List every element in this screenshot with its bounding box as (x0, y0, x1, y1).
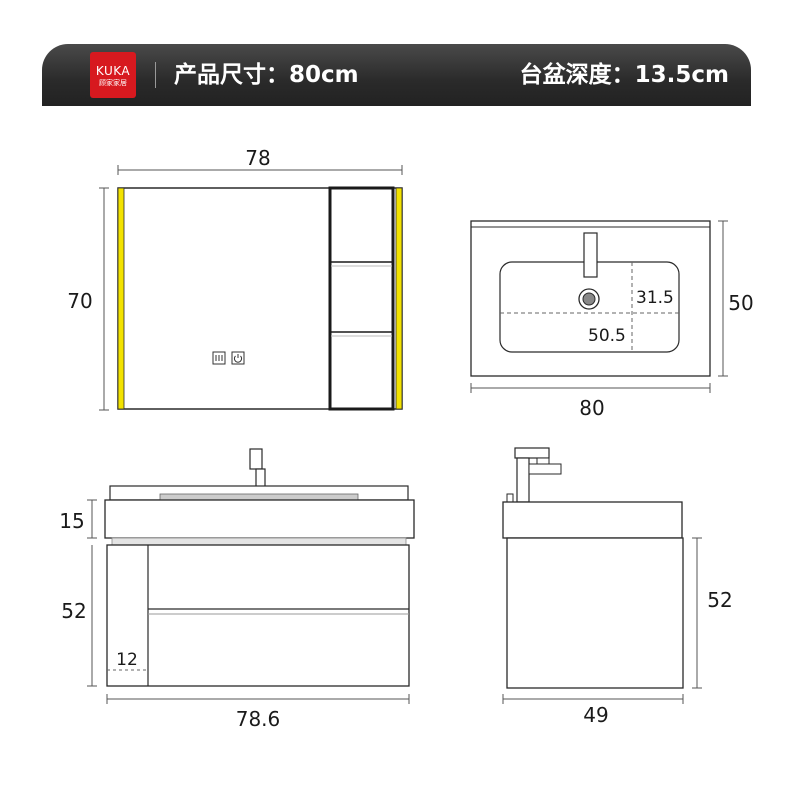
logo-subtext: 顾家家居 (99, 79, 127, 87)
leg-label: 12 (116, 650, 138, 670)
basin-top-view: 31.5 50.5 50 80 (470, 220, 754, 420)
header-bar: KUKA 顾家家居 产品尺寸：80cm 台盆深度：13.5cm (42, 44, 751, 106)
cabinet-side-view: 52 49 (502, 447, 733, 727)
brand-logo: KUKA 顾家家居 (90, 52, 136, 98)
side-height-label: 52 (707, 588, 732, 612)
top-height-label: 15 (59, 509, 84, 533)
power-icon (231, 351, 245, 365)
basin-depth-label: 50 (728, 291, 753, 315)
mirror-cabinet: 78 70 (67, 146, 403, 411)
front-width-label: 78.6 (236, 707, 281, 731)
body-height-label: 52 (61, 599, 86, 623)
mirror-frame (117, 187, 403, 410)
faucet-front-icon (249, 448, 263, 470)
product-size-text: 产品尺寸：80cm (174, 62, 359, 88)
basin-depth-text: 台盆深度：13.5cm (519, 62, 729, 88)
touch-switch-icons (212, 351, 245, 365)
mirror-width-label: 78 (245, 146, 270, 170)
basin-width-label: 80 (579, 396, 604, 420)
faucet-top-view (583, 232, 598, 278)
basin-front (104, 499, 415, 539)
header-divider (155, 62, 156, 88)
right-light-strip (395, 187, 403, 410)
faucet-side-icon (514, 447, 550, 459)
light-strip-front (111, 537, 407, 546)
vanity-side-body (506, 537, 684, 689)
mirror-height-label: 70 (67, 289, 92, 313)
left-light-strip (117, 187, 125, 410)
side-depth-label: 49 (583, 703, 608, 727)
vanity-body (106, 544, 410, 687)
cabinet-front-view: 12 15 52 78.6 (59, 448, 415, 731)
bowl-depth-label: 31.5 (636, 288, 674, 308)
bowl-width-label: 50.5 (588, 326, 626, 346)
defog-icon (212, 351, 226, 365)
open-shelf-unit (328, 186, 395, 411)
logo-text: KUKA (95, 64, 131, 78)
basin-side (502, 501, 683, 539)
